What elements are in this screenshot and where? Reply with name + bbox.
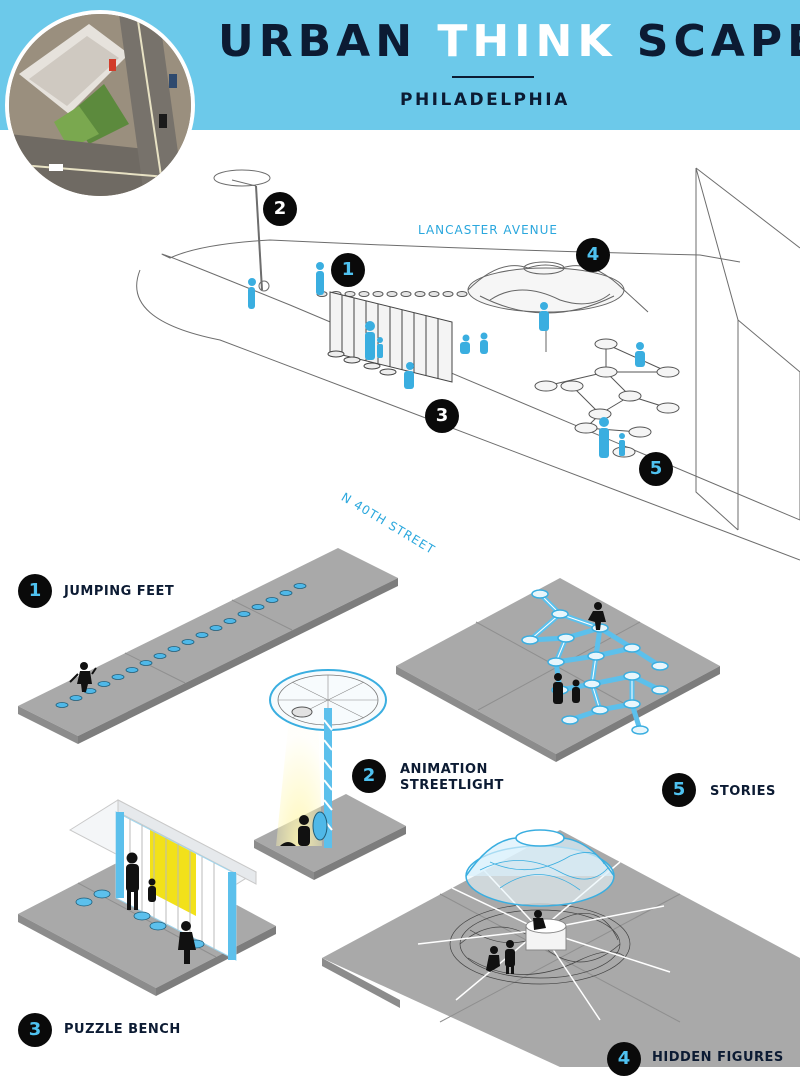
lancaster-avenue-label: LANCASTER AVENUE bbox=[418, 223, 558, 237]
page-title: URBAN THINK SCAPE bbox=[218, 16, 800, 67]
feature-5-marker: 5 bbox=[662, 773, 696, 807]
site-marker-2: 2 bbox=[263, 192, 297, 226]
feature-4-marker: 4 bbox=[607, 1042, 641, 1076]
stories-panel bbox=[396, 578, 720, 762]
aerial-photo bbox=[5, 10, 195, 200]
site-plan bbox=[136, 167, 800, 561]
feature-2-label-line2: STREETLIGHT bbox=[400, 778, 504, 793]
feature-2-marker: 2 bbox=[352, 759, 386, 793]
title-part-urban: URBAN bbox=[218, 16, 438, 67]
title-divider bbox=[452, 76, 534, 78]
feature-4-label: HIDDEN FIGURES bbox=[652, 1050, 784, 1065]
feature-3-marker: 3 bbox=[18, 1013, 52, 1047]
feature-1-marker: 1 bbox=[18, 574, 52, 608]
stories-site bbox=[534, 338, 680, 458]
dome-site bbox=[467, 261, 649, 352]
feature-3-label: PUZZLE BENCH bbox=[64, 1022, 181, 1037]
title-part-think: THINK bbox=[437, 16, 617, 67]
streetlight-site bbox=[213, 169, 271, 292]
feature-5-label: STORIES bbox=[710, 784, 776, 799]
feature-1-label: JUMPING FEET bbox=[64, 584, 175, 599]
bench-site bbox=[327, 291, 453, 383]
people-site bbox=[248, 262, 645, 458]
hidden-figures-panel bbox=[322, 829, 800, 1067]
title-part-scape: SCAPE bbox=[636, 16, 800, 67]
jumping-feet-panel bbox=[18, 548, 398, 744]
puzzle-bench-panel bbox=[18, 799, 276, 996]
page-subtitle: PHILADELPHIA bbox=[400, 90, 570, 110]
site-marker-1: 1 bbox=[331, 253, 365, 287]
site-marker-5: 5 bbox=[639, 452, 673, 486]
streetlight-panel bbox=[254, 669, 406, 880]
site-marker-3: 3 bbox=[425, 399, 459, 433]
feature-2-label-line1: ANIMATION bbox=[400, 762, 488, 777]
site-marker-4: 4 bbox=[576, 238, 610, 272]
